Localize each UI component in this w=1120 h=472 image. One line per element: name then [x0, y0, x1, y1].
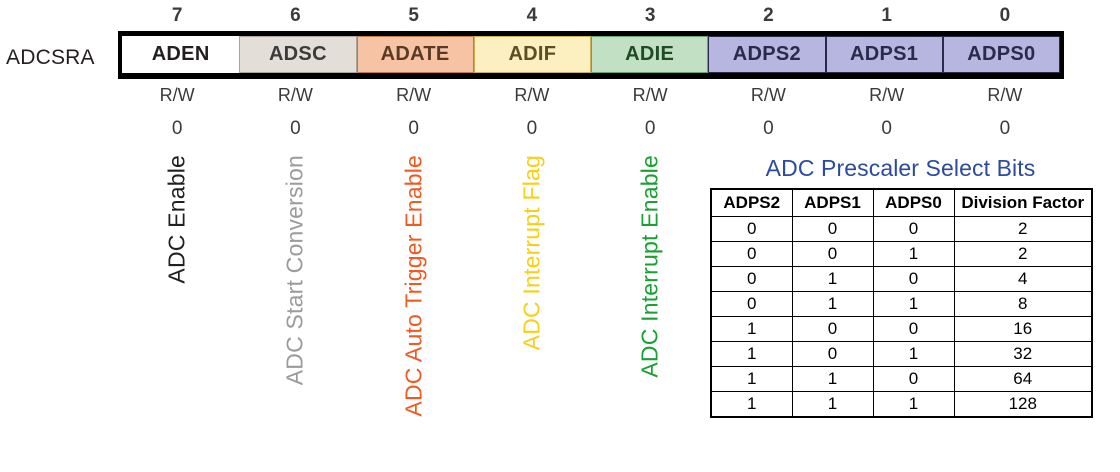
bit-access-adate: R/W — [396, 85, 432, 105]
bit-reset-adps2: 0 — [763, 118, 774, 139]
table-cell: 1 — [872, 391, 955, 418]
table-column-header: ADPS1 — [791, 188, 874, 217]
table-cell: 1 — [872, 241, 955, 267]
prescaler-title: ADC Prescaler Select Bits — [765, 155, 1036, 181]
table-cell: 0 — [872, 266, 955, 292]
bit-reset-adsc: 0 — [290, 118, 301, 139]
bit-cell-aden: ADEN — [122, 36, 240, 73]
bit-reset-aden: 0 — [171, 118, 183, 139]
bit-access-adps2: R/W — [750, 85, 786, 105]
bit-description-adif: ADC Interrupt Flag — [518, 155, 545, 351]
table-cell: 0 — [710, 241, 793, 267]
bit-description-slot-adif: ADC Interrupt Flag — [473, 155, 591, 470]
bit-cell-adps2: ADPS2 — [708, 36, 826, 73]
bit-cell-adps0: ADPS0 — [942, 36, 1060, 73]
bit-access-adps0: R/W — [987, 85, 1023, 105]
bit-cell-adate: ADATE — [356, 36, 474, 73]
table-column-header: ADPS2 — [710, 188, 793, 217]
register-name: ADCSRA — [6, 46, 95, 69]
bit-index-0: 0 — [999, 5, 1011, 26]
bit-cell-adsc: ADSC — [239, 36, 357, 73]
table-cell: 0 — [872, 316, 955, 342]
table-cell: 1 — [791, 366, 874, 392]
bit-access-row: R/W R/W R/W R/W R/W R/W R/W R/W — [118, 85, 1064, 106]
bit-cell-adps1: ADPS1 — [825, 36, 943, 73]
table-column-header: ADPS0 — [872, 188, 955, 217]
table-cell: 0 — [872, 366, 955, 392]
bit-reset-adate: 0 — [408, 118, 419, 139]
bit-reset-value-row: 0 0 0 0 0 0 0 0 — [118, 118, 1064, 140]
bit-reset-adif: 0 — [526, 118, 538, 139]
table-cell: 0 — [710, 216, 793, 242]
table-cell: 1 — [710, 366, 793, 392]
bit-index-6: 6 — [290, 5, 301, 26]
table-cell: 0 — [872, 216, 955, 242]
table-cell: 64 — [953, 366, 1093, 392]
table-cell: 1 — [872, 291, 955, 317]
table-cell: 8 — [953, 291, 1093, 317]
bit-index-7: 7 — [171, 5, 183, 26]
bit-access-adps1: R/W — [869, 85, 905, 105]
table-cell: 1 — [710, 316, 793, 342]
bit-index-4: 4 — [526, 5, 538, 26]
table-cell: 1 — [872, 341, 955, 367]
table-cell: 2 — [953, 216, 1093, 242]
table-column-header: Division Factor — [953, 188, 1093, 217]
table-cell: 0 — [791, 316, 874, 342]
table-cell: 16 — [953, 316, 1093, 342]
table-cell: 1 — [791, 391, 874, 418]
bit-reset-adps1: 0 — [881, 118, 892, 139]
bit-reset-adps0: 0 — [999, 118, 1011, 139]
bit-index-3: 3 — [644, 5, 656, 26]
table-cell: 2 — [953, 241, 1093, 267]
bit-index-2: 2 — [763, 5, 774, 26]
table-cell: 0 — [710, 291, 793, 317]
table-cell: 4 — [953, 266, 1093, 292]
bit-description-slot-adate: ADC Auto Trigger Enable — [355, 155, 473, 470]
table-cell: 0 — [791, 241, 874, 267]
bit-index-row: 7 6 5 4 3 2 1 0 — [118, 5, 1064, 27]
table-cell: 0 — [710, 266, 793, 292]
bit-index-1: 1 — [881, 5, 892, 26]
table-cell: 1 — [710, 391, 793, 418]
bit-access-adsc: R/W — [277, 85, 313, 105]
bit-access-adif: R/W — [514, 85, 550, 105]
bit-description-slot-adie: ADC Interrupt Enable — [591, 155, 709, 470]
bit-description-adate: ADC Auto Trigger Enable — [400, 155, 427, 417]
bit-access-adie: R/W — [632, 85, 668, 105]
table-cell: 1 — [710, 341, 793, 367]
bit-cell-adie: ADIE — [591, 36, 709, 73]
bit-access-aden: R/W — [159, 85, 195, 105]
bit-description-adsc: ADC Start Conversion — [281, 155, 308, 386]
table-cell: 0 — [791, 341, 874, 367]
table-cell: 128 — [953, 391, 1093, 418]
table-cell: 0 — [791, 216, 874, 242]
bit-index-5: 5 — [408, 5, 419, 26]
bit-description-aden: ADC Enable — [163, 155, 190, 284]
bit-reset-adie: 0 — [644, 118, 656, 139]
bit-cell-adif: ADIF — [473, 36, 591, 73]
table-cell: 32 — [953, 341, 1093, 367]
table-cell: 1 — [791, 266, 874, 292]
bit-description-adie: ADC Interrupt Enable — [636, 155, 663, 378]
table-cell: 1 — [791, 291, 874, 317]
bit-description-slot-aden: ADC Enable — [118, 155, 236, 470]
bit-description-slot-adsc: ADC Start Conversion — [236, 155, 354, 470]
